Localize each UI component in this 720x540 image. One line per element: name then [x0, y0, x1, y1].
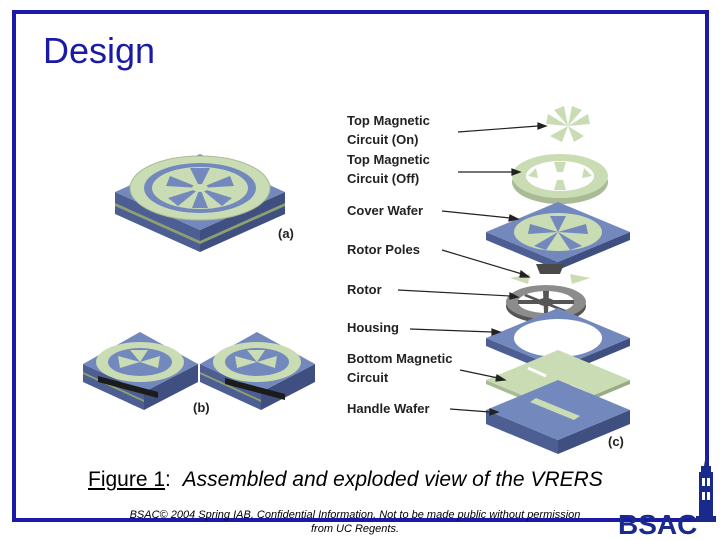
- label-top-magnetic-on-line1: Top Magnetic: [347, 113, 430, 128]
- label-cover-wafer: Cover Wafer: [347, 203, 423, 218]
- label-handle-wafer: Handle Wafer: [347, 401, 430, 416]
- panel-label-a: (a): [278, 226, 294, 241]
- cover-wafer-part: [486, 202, 630, 270]
- footer-line1: BSAC© 2004 Spring IAB. Confidential Info…: [129, 509, 581, 521]
- bsac-logo-text: BSAC: [618, 509, 697, 540]
- leader-arrows: [397, 122, 548, 416]
- label-top-magnetic-on-line2: Circuit (On): [347, 132, 419, 147]
- confidential-footer: BSAC© 2004 Spring IAB. Confidential Info…: [100, 508, 610, 536]
- layer-labels: Top Magnetic Circuit (On) Top Magnetic C…: [347, 113, 456, 416]
- rotor-part: [506, 285, 586, 323]
- slide-frame: [12, 10, 709, 522]
- label-top-magnetic-on: Top Magnetic Circuit (On): [347, 113, 433, 147]
- label-housing: Housing: [347, 320, 399, 335]
- handle-wafer-part: [486, 380, 630, 454]
- panel-label-b: (b): [193, 400, 210, 415]
- assembled-view: [115, 154, 285, 252]
- caption-label: Figure 1: [88, 468, 166, 491]
- campanile-icon: [696, 454, 716, 522]
- exploded-stack: [486, 106, 630, 454]
- slide-title: Design: [43, 30, 156, 71]
- panel-label-c: (c): [608, 434, 624, 449]
- label-bottom-magnetic-line2: Circuit: [347, 370, 389, 385]
- caption-text: Assembled and exploded view of the VRERS: [182, 468, 603, 491]
- figure-caption: Figure 1: Assembled and exploded view of…: [88, 468, 648, 492]
- label-rotor-poles: Rotor Poles: [347, 242, 420, 257]
- label-top-magnetic-off-line1: Top Magnetic: [347, 152, 430, 167]
- cutaway-view-left: [83, 332, 198, 410]
- cutaway-view-right: [200, 332, 315, 410]
- caption-separator: :: [165, 468, 171, 491]
- label-bottom-magnetic-line1: Bottom Magnetic: [347, 351, 452, 366]
- top-magnetic-off-part: [512, 154, 608, 204]
- label-rotor: Rotor: [347, 282, 382, 297]
- label-top-magnetic-off-line2: Circuit (Off): [347, 171, 419, 186]
- vrers-figure: (a) (b): [83, 106, 630, 454]
- bsac-logo: BSAC: [618, 454, 716, 540]
- top-magnetic-on-part: [546, 106, 590, 142]
- label-top-magnetic-off: Top Magnetic Circuit (Off): [347, 152, 433, 186]
- label-bottom-magnetic: Bottom Magnetic Circuit: [347, 351, 456, 385]
- footer-line2: from UC Regents.: [310, 523, 400, 535]
